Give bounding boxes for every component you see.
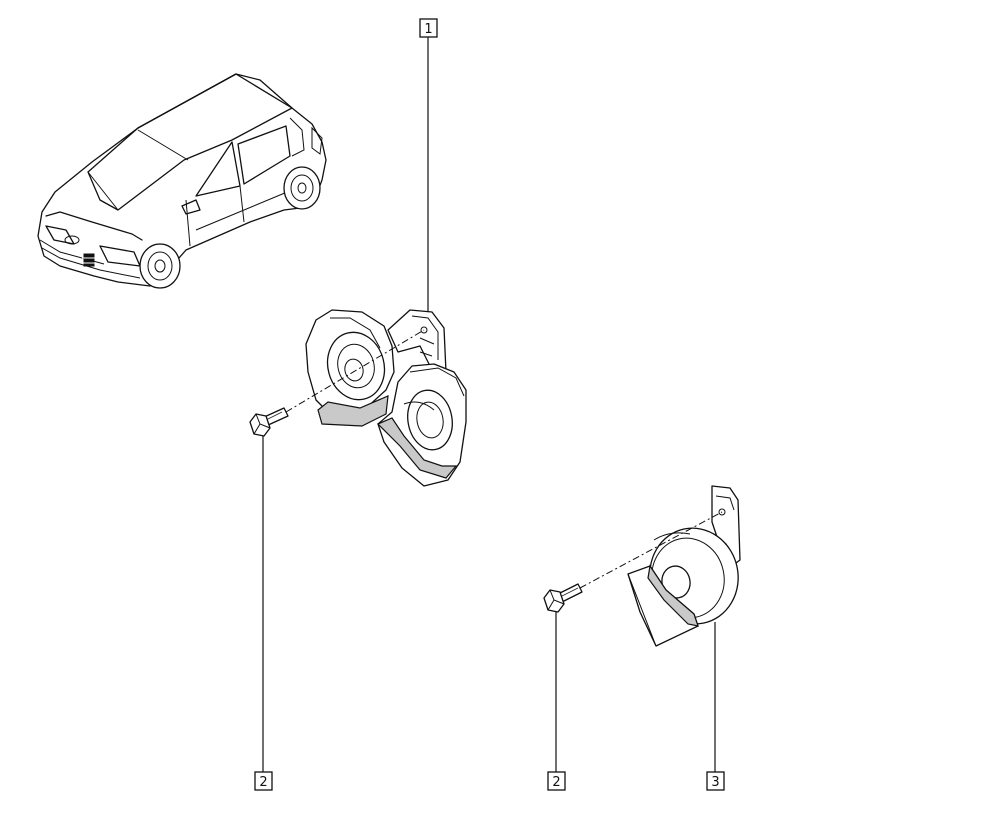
- callout-2-left: 2: [254, 771, 273, 791]
- alignment-line-1: [285, 329, 425, 413]
- callout-2-right-label: 2: [552, 775, 560, 790]
- horn-location-marker: [82, 253, 96, 267]
- callout-2-left-label: 2: [259, 775, 267, 790]
- horn-assembly-1: [305, 309, 467, 487]
- callout-2-right: 2: [547, 771, 566, 791]
- horn-assembly-3: [627, 485, 741, 647]
- car-illustration: [37, 73, 327, 289]
- bolt-left: [249, 407, 289, 437]
- alignment-line-3: [579, 511, 723, 589]
- callout-1-label: 1: [424, 22, 432, 37]
- bolt-right: [543, 583, 583, 613]
- callout-1: 1: [419, 18, 438, 38]
- callout-3-label: 3: [711, 775, 719, 790]
- callout-3: 3: [706, 771, 725, 791]
